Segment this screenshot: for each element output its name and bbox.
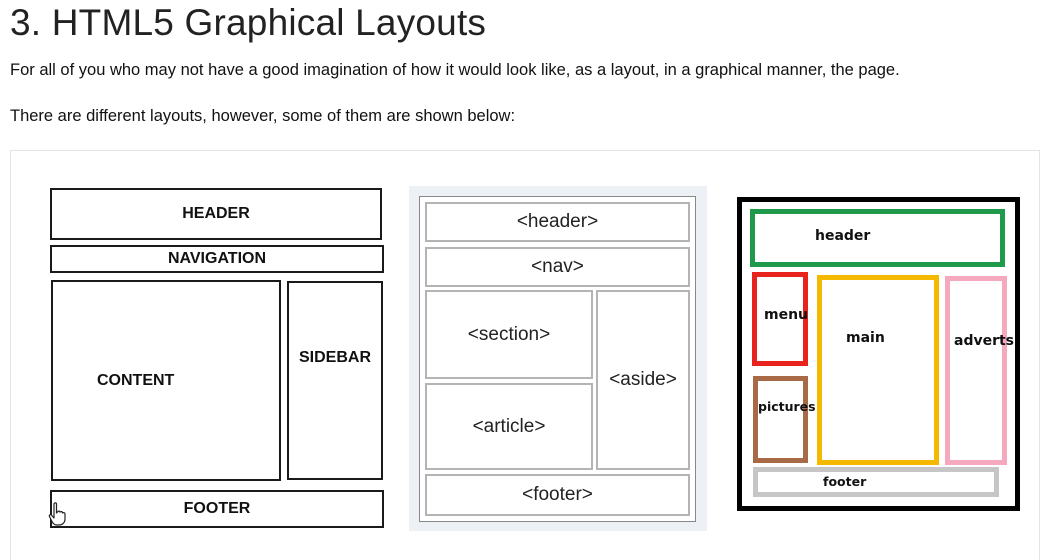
page-title: 3. HTML5 Graphical Layouts (10, 2, 487, 43)
l1-content-label: CONTENT (97, 371, 175, 389)
l1-footer-label: FOOTER (183, 500, 251, 517)
l1-navigation-label: NAVIGATION (167, 250, 267, 267)
l3-main-box: main (817, 275, 939, 465)
l3-adverts-box: adverts (945, 276, 1014, 465)
l3-menu-label: menu (764, 307, 809, 323)
l1-sidebar-box: SIDEBAR (287, 281, 383, 480)
l2-article-label: <article> (472, 415, 546, 437)
l3-pictures-box: pictures (753, 376, 816, 463)
l2-section-label: <section> (467, 323, 551, 345)
l2-article-box: <article> (425, 383, 593, 470)
l2-footer-label: <footer> (522, 484, 593, 505)
l1-header-box: HEADER (50, 188, 382, 240)
l2-aside-label: <aside> (609, 369, 677, 390)
l1-header-label: HEADER (182, 205, 250, 222)
l3-header-label: header (815, 228, 871, 244)
intro-paragraph: For all of you who may not have a good i… (10, 61, 900, 79)
l3-adverts-label: adverts (954, 333, 1015, 349)
l1-navigation-box: NAVIGATION (50, 245, 384, 273)
l3-menu-box: menu (752, 272, 808, 366)
hand-cursor-icon (48, 502, 66, 526)
l2-header-box: <header> (425, 202, 690, 242)
l3-pictures-label: pictures (758, 399, 816, 414)
l2-header-label: <header> (516, 211, 599, 232)
l3-footer-box: footer (753, 467, 999, 497)
l1-footer-box: FOOTER (50, 490, 384, 528)
l2-nav-label: <nav> (531, 256, 584, 277)
l2-section-box: <section> (425, 290, 593, 379)
l3-footer-label: footer (823, 474, 867, 489)
l2-footer-box: <footer> (425, 474, 690, 516)
l1-sidebar-label: SIDEBAR (298, 349, 371, 366)
l3-main-label: main (846, 330, 885, 346)
l3-header-box: header (750, 209, 1005, 267)
l1-content-box: CONTENT (51, 280, 281, 481)
l3-outer-frame (737, 197, 1020, 511)
l2-aside-box: <aside> (596, 290, 690, 470)
l2-nav-box: <nav> (425, 247, 690, 287)
layouts-paragraph: There are different layouts, however, so… (10, 107, 516, 125)
